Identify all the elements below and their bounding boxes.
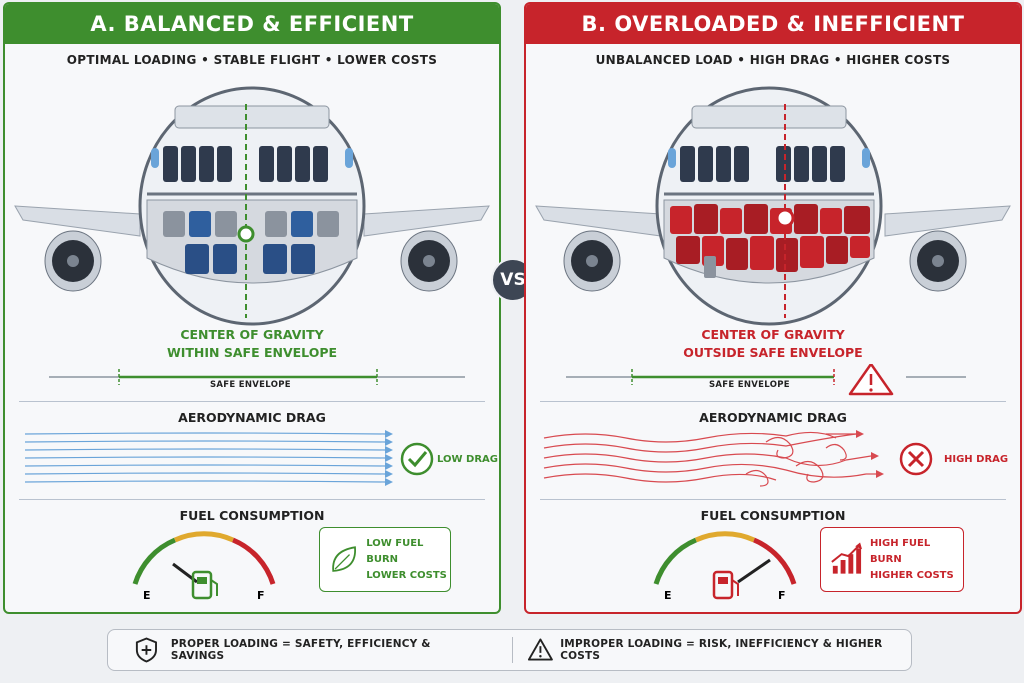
panel-a-subtitle: OPTIMAL LOADING • STABLE FLIGHT • LOWER … (66, 53, 438, 67)
cg-line1: CENTER OF GRAVITY (180, 327, 324, 342)
divider (19, 401, 485, 402)
fuel-line1-b: HIGH FUEL BURN (869, 537, 931, 565)
cg-line1: CENTER OF GRAVITY (701, 327, 845, 342)
fuel-pump-icon (712, 570, 739, 600)
rising-chart-icon (831, 541, 863, 574)
drag-status-b: HIGH DRAG (944, 454, 1009, 465)
right-engine (909, 230, 967, 292)
seats (680, 146, 845, 182)
fuel-gauge-low (132, 531, 276, 600)
fuel-summary-a: LOW FUEL BURN LOWER COSTS (319, 527, 451, 592)
gauge-empty-a: E (143, 589, 151, 602)
footer-left-text: PROPER LOADING = SAFETY, EFFICIENCY & SA… (170, 638, 431, 662)
cg-line2: WITHIN SAFE ENVELOPE (166, 345, 338, 360)
cg-status-a: CENTER OF GRAVITY WITHIN SAFE ENVELOPE (5, 326, 499, 362)
safe-envelope-label-b: SAFE ENVELOPE (709, 380, 790, 390)
panel-overloaded: B. OVERLOADED & INEFFICIENT UNBALANCED L… (524, 2, 1022, 614)
seats (163, 146, 328, 182)
fuel-gauge-high (653, 531, 797, 600)
warning-icon (528, 638, 554, 661)
cg-line2: OUTSIDE SAFE ENVELOPE (683, 345, 863, 360)
gauge-full-b: F (778, 589, 786, 602)
cg-status-b: CENTER OF GRAVITY OUTSIDE SAFE ENVELOPE (526, 326, 1020, 362)
safe-envelope-scale-b (566, 364, 966, 396)
left-engine (44, 230, 102, 292)
fuel-title-a: FUEL CONSUMPTION (179, 508, 325, 523)
balanced-luggage (163, 211, 339, 274)
divider (540, 499, 1006, 500)
cross-icon (899, 442, 933, 476)
drag-title-a: AERODYNAMIC DRAG (178, 410, 326, 425)
footer-proper-loading: PROPER LOADING = SAFETY, EFFICIENCY & SA… (134, 636, 474, 664)
center-of-gravity-marker (237, 225, 255, 243)
footer-right-text: IMPROPER LOADING = RISK, INEFFICIENCY & … (560, 638, 883, 662)
warning-icon (848, 364, 894, 396)
fuel-pump-icon (191, 570, 218, 600)
gauge-full-a: F (257, 589, 265, 602)
panel-balanced: A. BALANCED & EFFICIENT OPTIMAL LOADING … (3, 2, 501, 614)
right-engine (400, 230, 458, 292)
drag-status-a: LOW DRAG (437, 454, 498, 465)
high-drag-turbulence (543, 430, 933, 487)
safe-envelope-label-a: SAFE ENVELOPE (210, 380, 291, 390)
panel-a-title: A. BALANCED & EFFICIENT (5, 4, 499, 44)
aircraft-cross-section-overloaded (535, 86, 1011, 326)
divider (540, 401, 1006, 402)
fuel-line2-b: HIGHER COSTS (869, 569, 954, 581)
aircraft-cross-section-balanced (14, 86, 490, 326)
divider (19, 499, 485, 500)
left-engine (563, 230, 621, 292)
leaf-icon (332, 545, 356, 572)
fuel-line1-a: LOW FUEL BURN (366, 537, 424, 565)
panel-b-title: B. OVERLOADED & INEFFICIENT (526, 4, 1020, 44)
center-of-gravity-marker (775, 208, 795, 228)
fuel-title-b: FUEL CONSUMPTION (700, 508, 846, 523)
footer-divider (512, 637, 514, 663)
check-icon (400, 442, 434, 476)
footer-improper-loading: IMPROPER LOADING = RISK, INEFFICIENCY & … (527, 637, 911, 663)
fuel-line2-a: LOWER COSTS (366, 569, 447, 581)
summary-footer: PROPER LOADING = SAFETY, EFFICIENCY & SA… (107, 629, 912, 671)
shield-icon (135, 637, 157, 663)
safe-envelope-scale-a (49, 369, 465, 385)
panel-b-subtitle: UNBALANCED LOAD • HIGH DRAG • HIGHER COS… (595, 53, 951, 67)
low-drag-airflow (24, 430, 434, 486)
fuel-summary-b: HIGH FUEL BURN HIGHER COSTS (820, 527, 964, 592)
drag-title-b: AERODYNAMIC DRAG (699, 410, 847, 425)
gauge-empty-b: E (664, 589, 672, 602)
